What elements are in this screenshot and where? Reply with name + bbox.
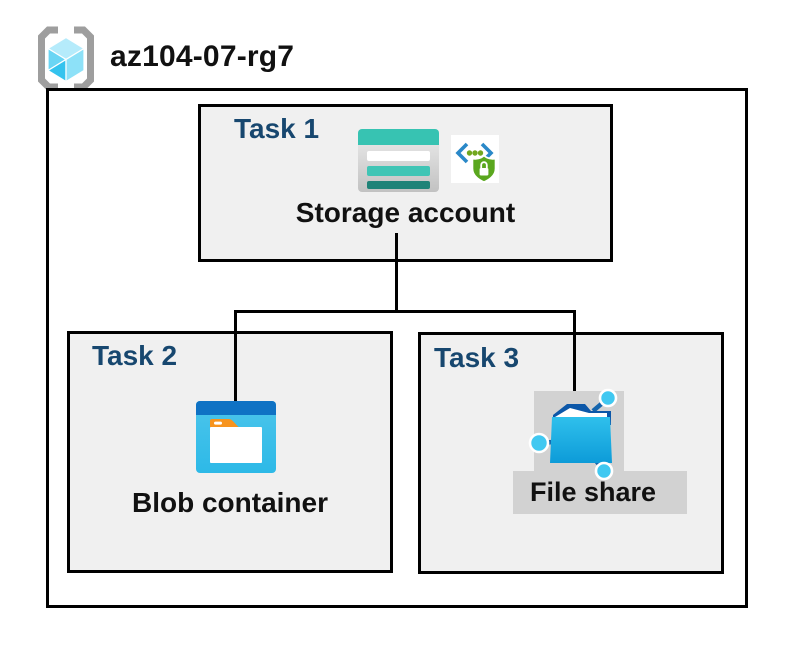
- folder-front: [550, 417, 612, 463]
- blob-container-label: Blob container: [131, 487, 328, 518]
- task2-label: Task 2: [92, 340, 178, 371]
- task1-label: Task 1: [234, 113, 320, 144]
- file-share-icon: [528, 388, 618, 481]
- shared-access-signature-icon: [451, 135, 499, 183]
- right-bracket: [74, 26, 94, 91]
- connector-storage-down: [395, 233, 398, 313]
- file-share-label: File share: [530, 477, 657, 507]
- blob-container-icon: [196, 401, 276, 473]
- task2-box: Task 2 Blob container: [67, 331, 393, 573]
- resource-group-title: az104-07-rg7: [110, 40, 295, 73]
- connector-horizontal: [234, 310, 576, 313]
- connector-to-fileshare: [573, 310, 576, 394]
- folder-tab: [210, 419, 239, 427]
- connector-to-blob: [234, 310, 237, 403]
- left-chevron-icon: [455, 142, 469, 164]
- task3-label: Task 3: [434, 342, 520, 373]
- task1-box: Task 1 Storage account: [198, 104, 613, 262]
- resource-group-icon: [37, 25, 95, 92]
- task3-box: Task 3 File share: [418, 332, 724, 574]
- network-nodes: [528, 388, 618, 481]
- left-bracket: [38, 26, 58, 91]
- storage-account-label: Storage account: [295, 197, 516, 228]
- folder-body: [210, 427, 262, 463]
- cube: [46, 36, 86, 83]
- storage-account-icon: [358, 129, 439, 192]
